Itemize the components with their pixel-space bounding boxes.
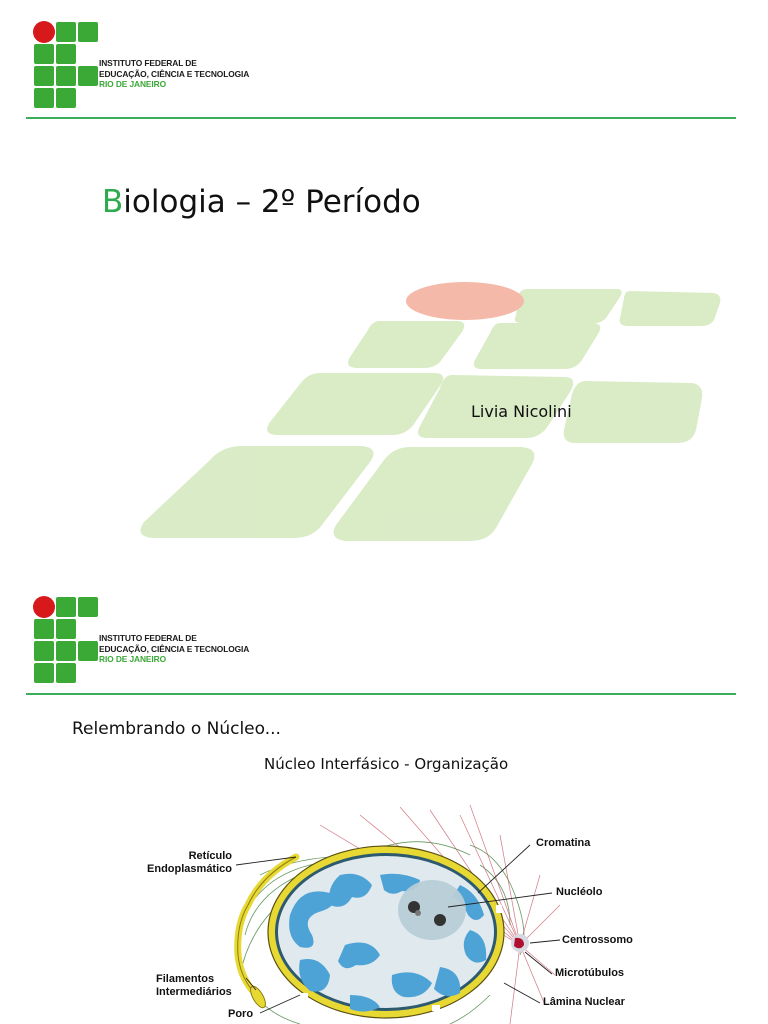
slide-1: INSTITUTO FEDERAL DE EDUCAÇÃO, CIÊNCIA E… [26,21,736,541]
header-divider [26,117,736,119]
logo-text: INSTITUTO FEDERAL DE EDUCAÇÃO, CIÊNCIA E… [99,58,249,90]
label-poro: Poro [228,1008,254,1020]
label-filamentos-line1: Filamentos [156,973,215,985]
slide-title: Biologia – 2º Período [102,184,421,220]
ifrj-logo [33,596,98,683]
logo-red-circle [33,21,55,43]
label-reticulo-line2: Endoplasmático [147,863,232,875]
label-microtubulos: Microtúbulos [555,967,625,979]
label-reticulo: Retículo Endoplasmático [120,850,232,876]
logo-text: INSTITUTO FEDERAL DE EDUCAÇÃO, CIÊNCIA E… [99,633,249,665]
header-divider [26,693,736,695]
nucleus-diagram [234,804,561,1024]
label-centrossomo: Centrossomo [562,934,633,946]
label-cromatina: Cromatina [536,837,591,849]
logo-line-1: INSTITUTO FEDERAL DE [99,58,197,68]
logo-line-2: EDUCAÇÃO, CIÊNCIA E TECNOLOGIA [99,643,250,654]
label-filamentos: Filamentos Intermediários [156,973,232,999]
logo-line-1: INSTITUTO FEDERAL DE [99,633,197,643]
title-first-letter: B [102,184,124,220]
nucleolus [398,880,466,940]
logo-line-2: EDUCAÇÃO, CIÊNCIA E TECNOLOGIA [99,68,250,79]
decorative-tiles [140,282,721,541]
ifrj-logo [33,21,98,108]
logo-line-3: RIO DE JANEIRO [99,654,167,664]
slide-subtitle: Núcleo Interfásico - Organização [264,755,509,773]
title-rest: iologia – 2º Período [123,184,421,220]
logo-line-3: RIO DE JANEIRO [99,79,167,89]
author-name: Livia Nicolini [471,402,572,421]
label-nucleolo: Nucléolo [556,886,603,898]
label-reticulo-line1: Retículo [188,850,232,862]
decorative-red-tile [406,282,524,320]
label-filamentos-line2: Intermediários [156,986,232,998]
slide-2: INSTITUTO FEDERAL DE EDUCAÇÃO, CIÊNCIA E… [0,575,768,1024]
slide-heading: Relembrando o Núcleo... [72,719,281,739]
label-lamina: Lâmina Nuclear [543,996,625,1008]
